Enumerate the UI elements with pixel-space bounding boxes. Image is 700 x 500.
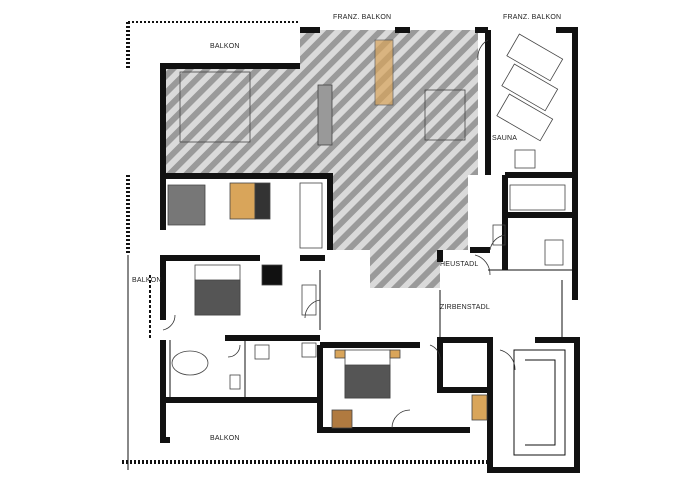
label-zirbenstadl: ZIRBENSTADL xyxy=(440,304,490,311)
furniture xyxy=(167,33,566,429)
label-franz-balkon-2: FRANZ. BALKON xyxy=(503,14,561,21)
hatched-living-area xyxy=(163,30,478,288)
doors xyxy=(162,39,516,429)
thin-walls xyxy=(165,177,575,456)
balcony-railings xyxy=(122,21,488,470)
label-balkon-left: BALKON xyxy=(132,277,162,284)
walls xyxy=(160,27,580,473)
label-balkon-bottom: BALKON xyxy=(210,435,240,442)
label-balkon-top: BALKON xyxy=(210,43,240,50)
label-franz-balkon-1: FRANZ. BALKON xyxy=(333,14,391,21)
label-heustadl: HEUSTADL xyxy=(440,261,478,268)
label-sauna: SAUNA xyxy=(492,135,517,142)
